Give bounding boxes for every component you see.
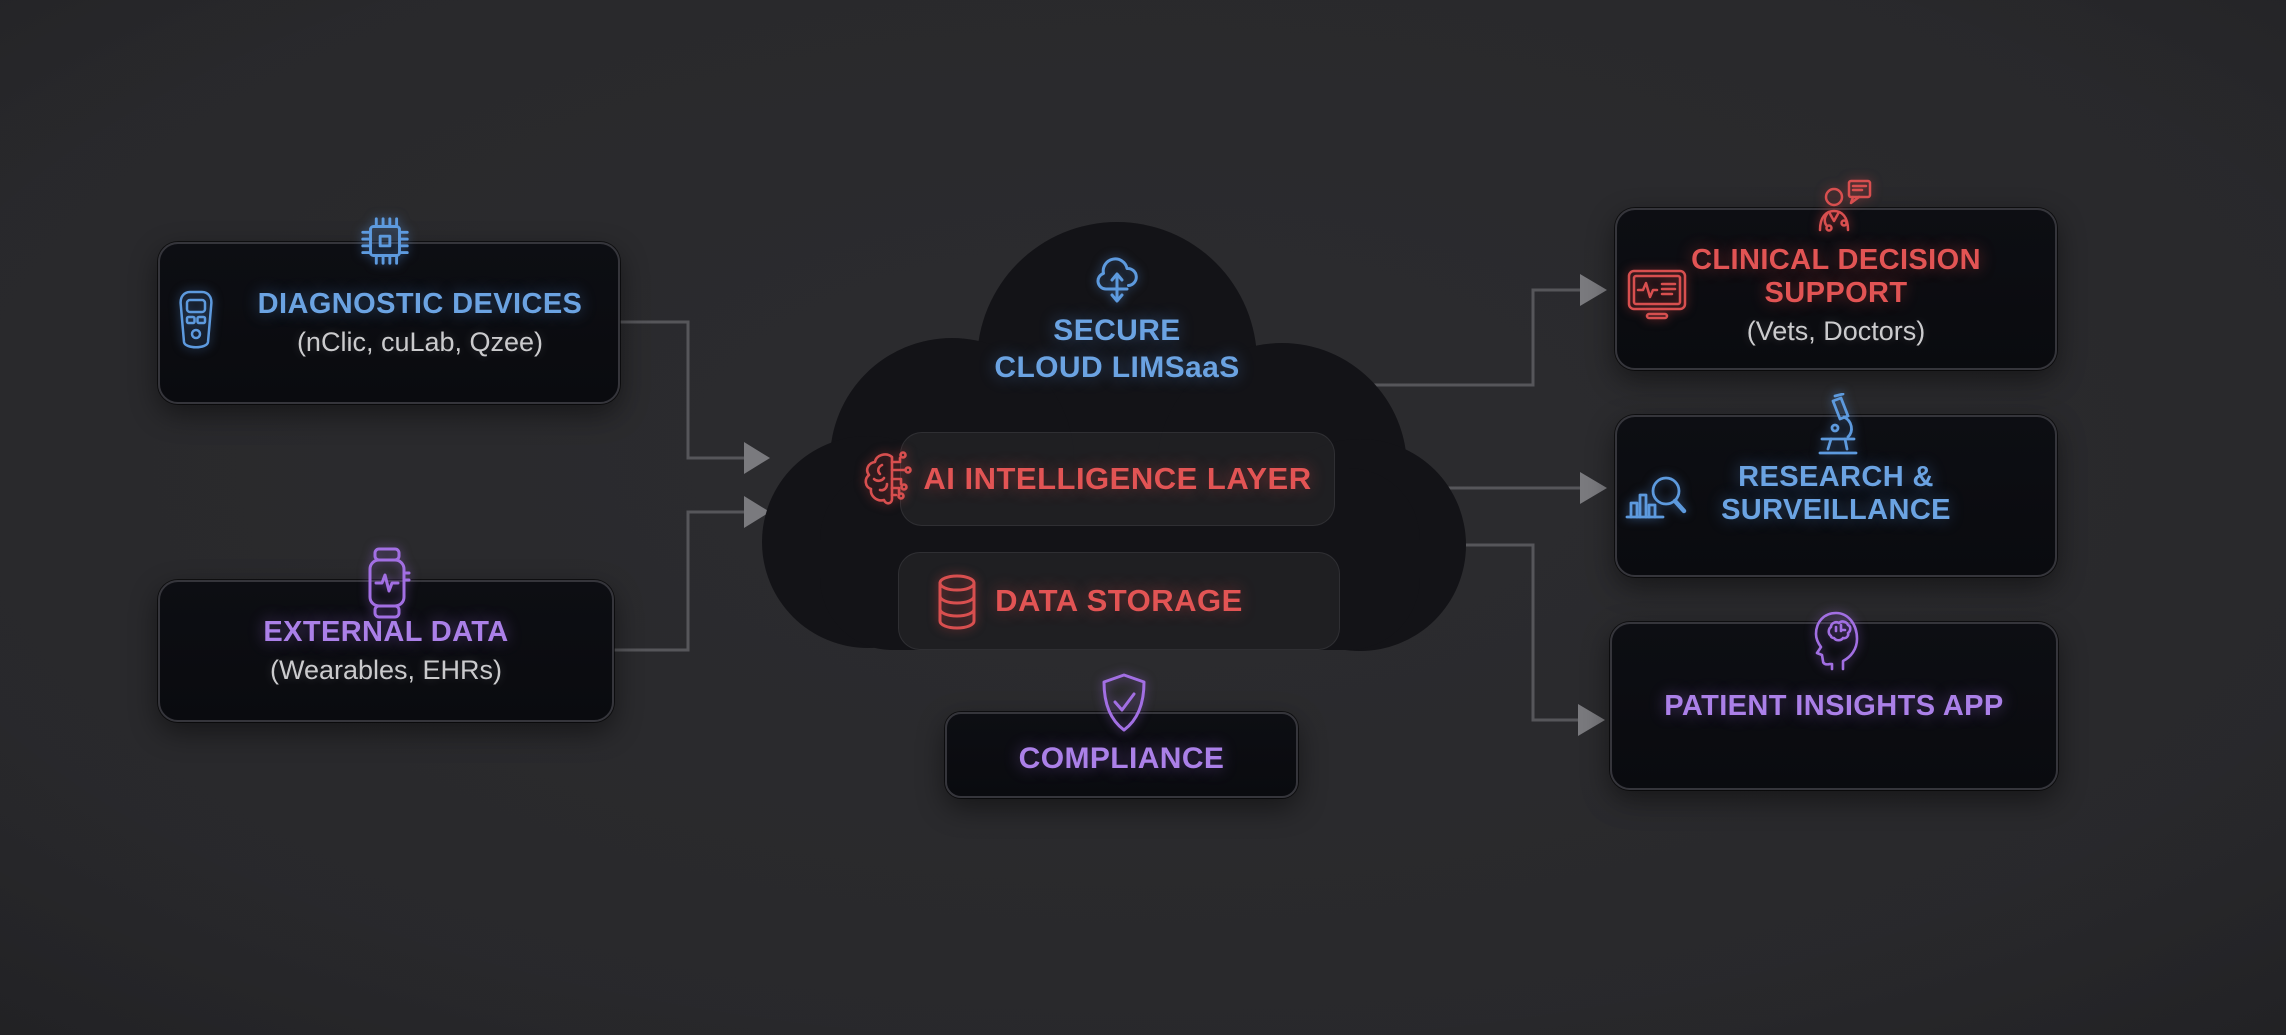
cloud-silhouette (762, 222, 1466, 651)
compliance-label: COMPLIANCE (1018, 741, 1225, 775)
cloud-title-line2: CLOUD LIMSaaS (994, 351, 1240, 384)
cloud-title: SECURE CLOUD LIMSaaS (967, 312, 1267, 386)
doctor-chat-icon (1807, 176, 1873, 245)
external-title: EXTERNAL DATA (263, 616, 509, 648)
arrowhead-into-cloud-top (744, 442, 770, 474)
connector-arrowheads (744, 274, 1607, 736)
panel-ai-intelligence-layer: AI INTELLIGENCE LAYER (864, 432, 1335, 526)
arrowhead-into-patient (1578, 704, 1605, 736)
connector-external-to-cloud (614, 510, 744, 652)
cloud-title-line1: SECURE (1053, 314, 1181, 347)
magnifier-chart-icon (1622, 465, 1690, 532)
node-external-data: EXTERNAL DATA (Wearables, EHRs) (158, 580, 614, 722)
panel-data-storage: DATA STORAGE (898, 552, 1340, 650)
diagnostic-subtitle: (nClic, cuLab, Qzee) (296, 327, 544, 357)
database-icon (933, 572, 981, 637)
node-compliance: COMPLIANCE (945, 673, 1298, 798)
microscope-icon (1808, 392, 1868, 464)
head-brain-icon (1807, 603, 1865, 678)
arrowhead-into-cloud-bottom (744, 496, 770, 528)
clinical-subtitle: (Vets, Doctors) (1746, 316, 1926, 346)
node-patient-insights-app: PATIENT INSIGHTS APP (1610, 611, 2058, 790)
clinical-title-line1: CLINICAL DECISION (1691, 244, 1981, 276)
research-title-line2: SURVEILLANCE (1721, 494, 1951, 526)
chip-icon (356, 212, 414, 270)
clinical-title-line2: SUPPORT (1764, 277, 1908, 309)
shield-check-icon (1096, 671, 1152, 740)
connector-diagnostic-to-cloud (620, 320, 744, 460)
arrowhead-into-research (1580, 472, 1607, 504)
arrowhead-into-clinical (1580, 274, 1607, 306)
research-title-line1: RESEARCH & (1738, 461, 1934, 493)
ai-brain-circuit-icon (861, 448, 923, 515)
ai-layer-label: AI INTELLIGENCE LAYER (923, 461, 1312, 496)
smartwatch-heartbeat-icon (361, 546, 413, 620)
external-subtitle: (Wearables, EHRs) (269, 655, 503, 685)
connector-cloud-to-clinical (1340, 288, 1580, 387)
node-clinical-decision-support: CLINICAL DECISION SUPPORT (Vets, Doctors… (1615, 179, 2057, 370)
monitor-ecg-icon (1625, 266, 1689, 329)
data-storage-label: DATA STORAGE (995, 583, 1243, 618)
patient-title: PATIENT INSIGHTS APP (1664, 689, 2004, 722)
cloud-sync-icon (1089, 250, 1145, 306)
diagnostic-device-icon (176, 289, 216, 358)
diagnostic-title: DIAGNOSTIC DEVICES (257, 288, 583, 320)
node-research-surveillance: RESEARCH & SURVEILLANCE (1615, 392, 2057, 577)
